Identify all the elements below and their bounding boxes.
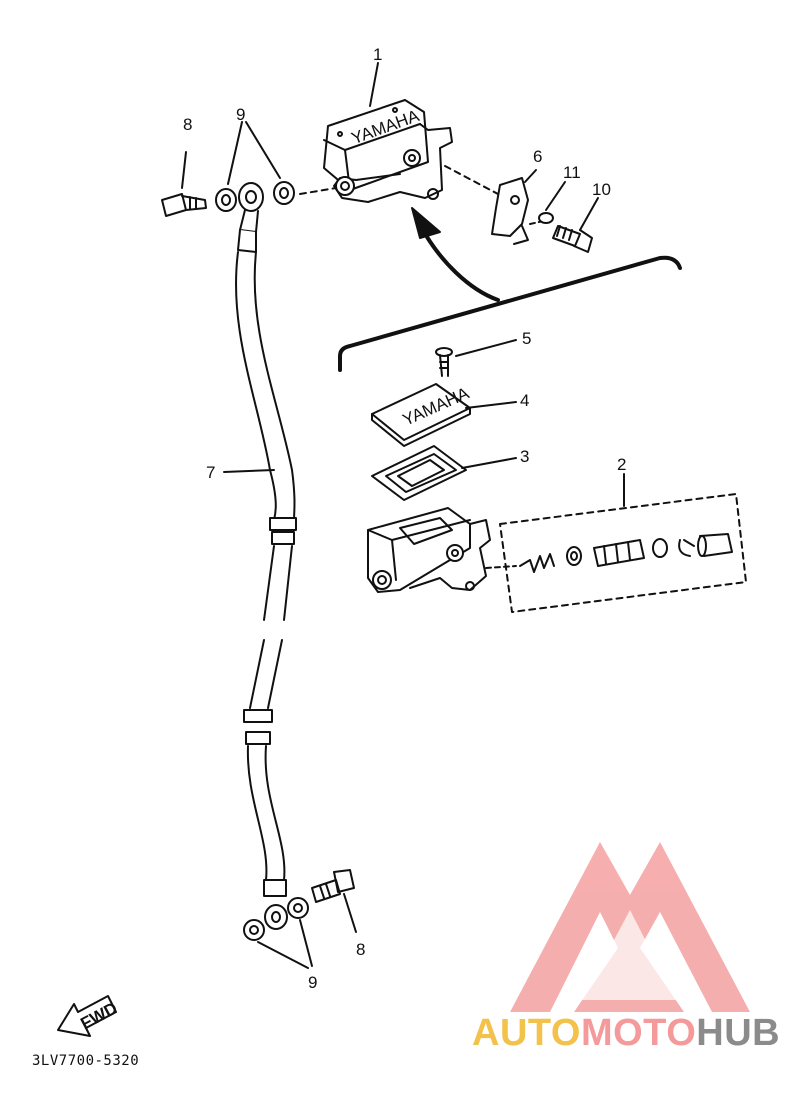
callout-7: 7 — [206, 463, 215, 482]
watermark-text-hub: HUB — [696, 1012, 781, 1054]
leader-9-top-b — [245, 121, 281, 179]
callout-4: 4 — [520, 391, 529, 410]
callout-labels: 1 2 3 4 5 6 7 8 8 9 9 10 11 — [183, 45, 626, 992]
callout-11: 11 — [563, 163, 581, 182]
copper-washers-bottom — [243, 897, 313, 969]
forward-direction-arrow — [57, 995, 117, 1037]
leader-8-top — [181, 151, 187, 189]
brake-hose — [223, 229, 297, 897]
callout-9-bottom: 9 — [308, 973, 317, 992]
banjo-fitting-bottom — [264, 904, 288, 930]
leader-1 — [369, 62, 379, 107]
bolt-part-10 — [552, 197, 599, 253]
exploded-view-bracket — [338, 207, 682, 372]
leader-7 — [223, 469, 275, 473]
leader-5 — [455, 339, 517, 357]
banjo-bolt-top — [161, 151, 207, 217]
leader-9-bottom-a — [257, 941, 309, 969]
washer-part-11 — [538, 181, 566, 224]
leader-3 — [461, 457, 517, 469]
callout-3: 3 — [520, 447, 529, 466]
leader-4 — [465, 401, 517, 409]
watermark-logo-icon — [510, 842, 750, 1012]
holder-part — [491, 169, 537, 245]
reservoir-cap-part-4: YAMAHA — [371, 383, 517, 447]
leader-11 — [545, 181, 566, 211]
leader-6 — [524, 169, 537, 183]
banjo-bolt-bottom — [311, 869, 357, 933]
callout-2: 2 — [617, 455, 626, 474]
banjo-fitting-top — [238, 182, 264, 233]
callout-1: 1 — [373, 45, 382, 64]
leader-8-bottom — [343, 893, 357, 933]
leader-9-top-a — [227, 121, 243, 185]
callout-5: 5 — [522, 329, 531, 348]
diaphragm-part-3 — [371, 445, 517, 501]
dashed-line-holder — [444, 165, 499, 195]
watermark-text-auto: AUTO — [472, 1012, 581, 1054]
watermark-text: AUTOMOTOHUB — [472, 1012, 780, 1055]
dashed-line-banjo — [299, 187, 337, 195]
diagram-part-code: 3LV7700-5320 — [32, 1053, 140, 1069]
screw-part-5 — [435, 339, 517, 377]
callout-8-top: 8 — [183, 115, 192, 134]
callout-6: 6 — [533, 147, 542, 166]
callout-8-bottom: 8 — [356, 940, 365, 959]
master-cylinder-body — [367, 507, 517, 593]
watermark-text-moto: MOTO — [580, 1012, 697, 1054]
leader-10 — [579, 197, 599, 231]
master-cylinder-assembly: YAMAHA — [323, 62, 453, 203]
callout-10: 10 — [592, 180, 611, 199]
leader-9-bottom-b — [299, 919, 313, 967]
master-cylinder-kit-part-2 — [499, 473, 747, 613]
copper-washers-top — [215, 121, 295, 212]
callout-9-top: 9 — [236, 105, 245, 124]
